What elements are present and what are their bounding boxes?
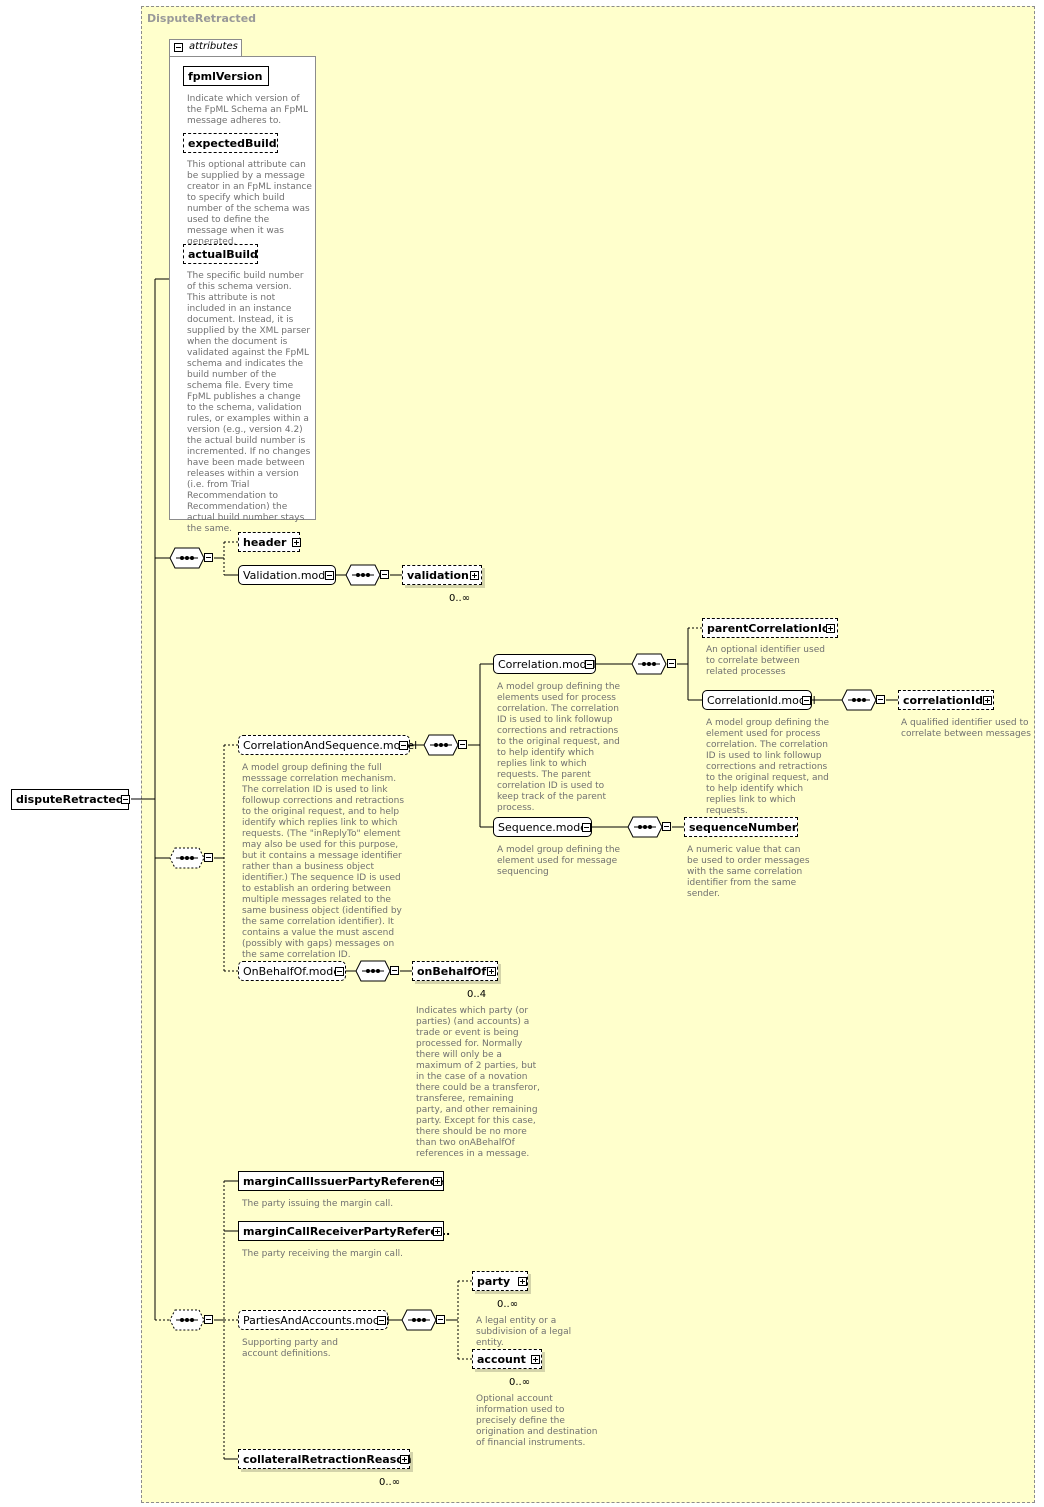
collapse-toggle-icon[interactable] xyxy=(876,695,885,704)
correlation-id-desc: A qualified identifier used to correlate… xyxy=(901,718,1031,739)
account-element[interactable]: account xyxy=(472,1349,542,1369)
issuer-ref-desc: The party issuing the margin call. xyxy=(242,1199,394,1209)
collapse-toggle-icon[interactable] xyxy=(458,740,467,749)
margin-call-receiver-party-reference-element[interactable]: marginCallReceiverPartyRefere... xyxy=(238,1221,450,1241)
sequence-compositor xyxy=(401,1309,437,1331)
sequence-number-desc: A numeric value that can be used to orde… xyxy=(687,845,810,899)
sequence-compositor xyxy=(169,547,205,569)
collapse-root-icon[interactable] xyxy=(121,795,130,804)
collapse-pa-model-icon[interactable] xyxy=(377,1316,386,1325)
collapse-toggle-icon[interactable] xyxy=(204,853,213,862)
reason-occurrence: 0..∞ xyxy=(379,1477,401,1488)
collapse-sequence-model-icon[interactable] xyxy=(582,823,591,832)
collateral-retraction-reason-element[interactable]: collateralRetractionReason xyxy=(238,1449,412,1469)
correlation-id-model-desc: A model group defining the element used … xyxy=(706,718,830,816)
collapse-attributes-icon[interactable] xyxy=(174,43,183,52)
sequence-compositor xyxy=(345,564,381,586)
sequence-compositor xyxy=(355,960,391,982)
parties-and-accounts-model-group[interactable]: PartiesAndAccounts.model xyxy=(238,1310,390,1330)
sequence-model-desc: A model group defining the element used … xyxy=(497,845,621,877)
collapse-toggle-icon[interactable] xyxy=(662,822,671,831)
margin-call-issuer-party-reference-element[interactable]: marginCallIssuerPartyReference xyxy=(238,1171,444,1191)
sequence-compositor xyxy=(841,689,877,711)
expand-account-icon[interactable] xyxy=(531,1355,540,1364)
party-desc: A legal entity or a subdivision of a leg… xyxy=(476,1316,572,1348)
validation-model-group[interactable]: Validation.model xyxy=(238,565,336,585)
collapse-validation-model-icon[interactable] xyxy=(325,571,334,580)
validation-element[interactable]: validation xyxy=(402,565,482,585)
collapse-correlation-model-icon[interactable] xyxy=(585,660,594,669)
collapse-correlation-id-model-icon[interactable] xyxy=(802,696,811,705)
pa-model-desc: Supporting party and account definitions… xyxy=(242,1338,338,1359)
sequence-compositor xyxy=(169,1309,205,1331)
collapse-toggle-icon[interactable] xyxy=(436,1315,445,1324)
correlation-model-desc: A model group defining the elements used… xyxy=(497,682,621,813)
expand-correlation-id-icon[interactable] xyxy=(983,696,992,705)
collapse-on-behalf-of-model-icon[interactable] xyxy=(335,967,344,976)
attribute-fpmlversion[interactable]: fpmlVersion xyxy=(183,66,269,86)
attribute-actualbuild-desc: The specific build number of this schema… xyxy=(187,271,311,534)
sequence-compositor xyxy=(423,734,459,756)
collapse-toggle-icon[interactable] xyxy=(390,966,399,975)
collapse-toggle-icon[interactable] xyxy=(667,659,676,668)
receiver-ref-desc: The party receiving the margin call. xyxy=(242,1249,403,1259)
expand-receiver-ref-icon[interactable] xyxy=(433,1227,442,1236)
attributes-tab[interactable] xyxy=(169,39,242,57)
party-element[interactable]: party xyxy=(472,1271,528,1291)
collapse-toggle-icon[interactable] xyxy=(204,1315,213,1324)
attribute-expectedbuild-desc: This optional attribute can be supplied … xyxy=(187,160,312,247)
collapse-cas-model-icon[interactable] xyxy=(399,741,408,750)
expand-parent-correlation-id-icon[interactable] xyxy=(826,624,835,633)
on-behalf-of-element[interactable]: onBehalfOf xyxy=(412,961,498,981)
collapse-toggle-icon[interactable] xyxy=(204,553,213,562)
expand-party-icon[interactable] xyxy=(518,1277,527,1286)
attribute-actualbuild[interactable]: actualBuild xyxy=(183,244,258,264)
sequence-compositor xyxy=(631,653,667,675)
attributes-tab-label: attributes xyxy=(189,41,238,52)
correlation-and-sequence-model-group[interactable]: CorrelationAndSequence.model xyxy=(238,735,417,755)
expand-issuer-ref-icon[interactable] xyxy=(433,1177,442,1186)
complex-type-title: DisputeRetracted xyxy=(147,12,257,25)
on-behalf-of-desc: Indicates which party (or parties) (and … xyxy=(416,1006,540,1159)
validation-occurrence: 0..∞ xyxy=(449,593,471,604)
attribute-expectedbuild[interactable]: expectedBuild xyxy=(183,133,278,153)
parent-correlation-id-desc: An optional identifier used to correlate… xyxy=(706,645,825,677)
cas-model-desc: A model group defining the full messsage… xyxy=(242,763,405,960)
sequence-number-element[interactable]: sequenceNumber xyxy=(684,817,798,837)
on-behalf-of-occurrence: 0..4 xyxy=(467,989,487,1000)
root-element[interactable]: disputeRetracted xyxy=(11,789,129,810)
party-occurrence: 0..∞ xyxy=(497,1299,519,1310)
account-occurrence: 0..∞ xyxy=(509,1377,531,1388)
correlation-id-element[interactable]: correlationId xyxy=(898,690,994,710)
attribute-fpmlversion-desc: Indicate which version of the FpML Schem… xyxy=(187,94,308,126)
expand-validation-icon[interactable] xyxy=(470,571,479,580)
correlation-model-group[interactable]: Correlation.model xyxy=(493,654,596,674)
parent-correlation-id-element[interactable]: parentCorrelationId xyxy=(702,618,838,638)
account-desc: Optional account information used to pre… xyxy=(476,1394,598,1448)
expand-header-icon[interactable] xyxy=(292,538,301,547)
header-element[interactable]: header xyxy=(238,532,300,552)
sequence-compositor xyxy=(169,847,205,869)
sequence-compositor xyxy=(627,816,663,838)
expand-on-behalf-of-icon[interactable] xyxy=(487,967,496,976)
sequence-model-group[interactable]: Sequence.model xyxy=(493,817,592,837)
collapse-toggle-icon[interactable] xyxy=(380,570,389,579)
correlation-id-model-group[interactable]: CorrelationId.model xyxy=(702,690,816,710)
expand-reason-icon[interactable] xyxy=(400,1455,409,1464)
on-behalf-of-model-group[interactable]: OnBehalfOf.model xyxy=(238,961,346,981)
